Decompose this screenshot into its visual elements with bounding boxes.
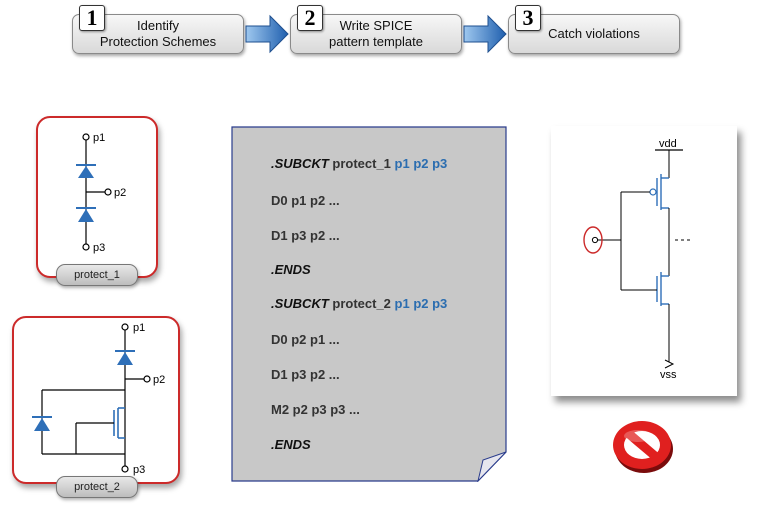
pmos-transistor-icon <box>649 174 669 210</box>
vdd-label: vdd <box>659 138 677 150</box>
step-2: 2 Write SPICE pattern template <box>290 5 462 54</box>
spice-keyword: .SUBCKT <box>271 156 329 171</box>
protect-2-tag: protect_2 <box>56 476 138 498</box>
step-1: 1 Identify Protection Schemes <box>72 5 244 54</box>
step-1-number: 1 <box>79 5 105 31</box>
diode-icon <box>76 207 96 222</box>
diode-icon <box>32 416 52 431</box>
step-2-label: Write SPICE pattern template <box>329 18 423 49</box>
spice-line-subckt-2: .SUBCKT protect_2 p1 p2 p3 <box>271 296 447 311</box>
protect-2-pin-p2: p2 <box>153 374 165 386</box>
spice-line-subckt-1: .SUBCKT protect_1 p1 p2 p3 <box>271 156 447 171</box>
protect-1-tag: protect_1 <box>56 264 138 286</box>
protect-2-pin-p3: p3 <box>133 464 145 476</box>
step-3-label: Catch violations <box>548 26 640 41</box>
step-1-label: Identify Protection Schemes <box>99 18 217 49</box>
step-3-number: 3 <box>515 5 541 31</box>
spice-pins: p1 p2 p3 <box>394 296 448 311</box>
inverter-schematic: vdd vss <box>583 138 693 381</box>
nmos-transistor-icon <box>656 272 669 306</box>
spice-line-d0: D0 p1 p2 ... <box>271 193 340 208</box>
spice-template-sheet <box>231 126 507 482</box>
protect-1-pin-p3: p3 <box>93 242 105 254</box>
protect-2-box: p1 p2 p3 <box>12 316 180 484</box>
protect-1-schematic: p1 p2 p3 <box>76 132 126 254</box>
protect-2-schematic: p1 p2 p3 <box>32 322 165 476</box>
spice-line-d0: D0 p2 p1 ... <box>271 332 340 347</box>
prohibited-icon <box>613 421 673 473</box>
spice-keyword: .ENDS <box>271 262 311 277</box>
protect-1-pin-p2: p2 <box>114 187 126 199</box>
vss-label: vss <box>660 369 677 381</box>
spice-keyword: .SUBCKT <box>271 296 329 311</box>
spice-pins: p1 p2 p3 <box>394 156 448 171</box>
spice-subckt-name: protect_2 <box>328 296 395 311</box>
spice-line-d1: D1 p3 p2 ... <box>271 367 340 382</box>
spice-keyword: .ENDS <box>271 437 311 452</box>
spice-line-m2: M2 p2 p3 p3 ... <box>271 402 360 417</box>
diode-icon <box>76 164 96 178</box>
protect-1-pin-p1: p1 <box>93 132 105 144</box>
protect-1-box: p1 p2 p3 <box>36 116 158 278</box>
step-2-number: 2 <box>297 5 323 31</box>
arrow-right-icon <box>245 14 289 54</box>
spice-line-ends-2: .ENDS <box>271 437 311 452</box>
spice-subckt-name: protect_1 <box>328 156 395 171</box>
nmos-transistor-icon <box>75 407 125 454</box>
spice-line-ends-1: .ENDS <box>271 262 311 277</box>
diode-icon <box>115 350 135 365</box>
spice-line-d1: D1 p3 p2 ... <box>271 228 340 243</box>
arrow-right-icon <box>463 14 507 54</box>
step-3: 3 Catch violations <box>508 5 680 54</box>
protect-2-pin-p1: p1 <box>133 322 145 334</box>
violation-highlight-icon <box>583 226 603 254</box>
inverter-panel: vdd vss <box>551 126 737 396</box>
